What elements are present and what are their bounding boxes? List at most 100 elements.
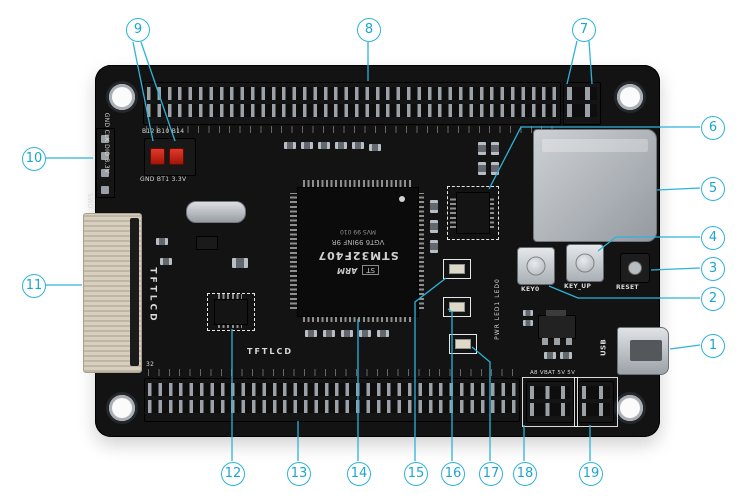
sd-slot-detail [542, 139, 648, 152]
callout-ic-chip: 12 [221, 462, 245, 486]
smd-component [523, 320, 533, 326]
smd-component [232, 258, 248, 268]
mcu-pins-right [417, 193, 424, 309]
header-pin [101, 135, 109, 143]
mcu-lot-code: MVS 99 010 [340, 228, 376, 236]
smd-component [335, 142, 347, 149]
smd-component [491, 162, 499, 175]
mcu-pins-left [290, 193, 297, 309]
mcu-variant: VGT6 99INF 9R [331, 238, 385, 247]
smd-component [560, 352, 572, 359]
callout-top-pin-header: 8 [357, 18, 381, 42]
callout-led0: 15 [404, 462, 428, 486]
smd-component [359, 330, 371, 337]
smd-component [430, 200, 438, 213]
smd-component [284, 142, 296, 149]
swd-debug-header [96, 128, 115, 198]
voltage-regulator [538, 310, 576, 345]
smd-component [523, 310, 533, 316]
callout-boot-jumpers: 9 [126, 18, 150, 42]
power-5v-header [578, 381, 614, 423]
reset-label: RESET [616, 284, 639, 291]
boot-label-bottom: GND BT1 3.3V [140, 176, 187, 183]
smd-component [156, 238, 168, 245]
callout-key0-button: 2 [701, 287, 725, 311]
callout-sd-card-slot: 5 [701, 177, 725, 201]
callout-led1: 16 [441, 462, 465, 486]
smd-ic [196, 236, 218, 250]
led-package [449, 264, 465, 274]
callout-power-5v-header: 19 [579, 462, 603, 486]
smd-component [478, 142, 486, 155]
led-package [455, 339, 471, 349]
smd-component [318, 142, 330, 149]
usb-label: USB [599, 339, 608, 356]
mcu-pin1-dot [399, 196, 405, 202]
power-pin-labels: A8 VBAT 5V 5V [530, 370, 576, 376]
usb-connector [617, 327, 669, 375]
tft-lcd-fpc-connector [83, 213, 142, 373]
smd-component [341, 330, 353, 337]
regulator-pin [566, 338, 572, 345]
silkscreen-pin-labels [146, 126, 556, 133]
crystal-oscillator [186, 201, 246, 223]
lcd-pin32-label: 32 [146, 361, 155, 368]
smd-component [160, 258, 172, 265]
power-led [449, 334, 477, 354]
button-cap [575, 253, 595, 273]
smd-component [369, 144, 381, 151]
smd-component [544, 352, 556, 359]
smd-component [352, 142, 364, 149]
callout-swd-debug-header: 10 [22, 147, 46, 171]
led-package [449, 302, 465, 312]
stm32f407-mcu: ST ARM STM32F407 VGT6 99INF 9R MVS 99 01… [297, 187, 419, 317]
mcu-pins-bottom [303, 315, 411, 322]
led1 [443, 297, 471, 317]
button-cap [526, 256, 546, 276]
io-header-highlight [522, 377, 578, 427]
boot-jumper-cap [169, 148, 184, 165]
callout-top-right-header: 7 [572, 18, 596, 42]
top-pin-header [143, 82, 561, 125]
mcu-pins-top [303, 180, 411, 187]
regulator-pin [542, 338, 548, 345]
mounting-hole [617, 395, 643, 421]
power-header-highlight [574, 377, 618, 427]
smd-component [491, 142, 499, 155]
smd-component [305, 330, 317, 337]
swd-label: SWD [86, 193, 93, 209]
smd-component [323, 330, 335, 337]
ic-pins-bottom [218, 323, 242, 328]
boot-jumper-block [144, 138, 196, 176]
smd-component [301, 142, 313, 149]
lcd-bottom-label: TFTLCD [247, 347, 293, 356]
smd-component [478, 162, 486, 175]
leader-line [656, 187, 701, 191]
arm-logo: ARM [336, 266, 358, 275]
smd-component [430, 220, 438, 233]
lcd-side-label: TFTLCD [147, 267, 158, 324]
callout-spi-flash-chip: 6 [701, 116, 725, 140]
top-right-pin-header [563, 82, 601, 125]
callout-power-led: 17 [479, 462, 503, 486]
key0-button [517, 247, 555, 285]
ic-chip [214, 299, 248, 325]
mcu-part-number: STM32F407 [317, 249, 399, 263]
leader-line [669, 344, 701, 350]
regulator-tab [546, 310, 566, 316]
fpc-latch [130, 218, 139, 366]
key0-label: KEY0 [521, 286, 540, 293]
header-pin [101, 152, 109, 160]
bottom-pin-header [144, 378, 520, 422]
header-pin [101, 169, 109, 177]
swd-pin-labels: GND CLK DIO 3.3V [103, 112, 110, 174]
callout-usb-connector: 1 [701, 334, 725, 358]
mounting-hole [109, 395, 135, 421]
sd-card-slot [533, 129, 657, 242]
io-pin-header [526, 381, 574, 423]
reset-button [620, 253, 650, 283]
smd-component [430, 240, 438, 253]
spi-flash-chip [456, 192, 490, 234]
flash-pins-left [450, 196, 456, 228]
